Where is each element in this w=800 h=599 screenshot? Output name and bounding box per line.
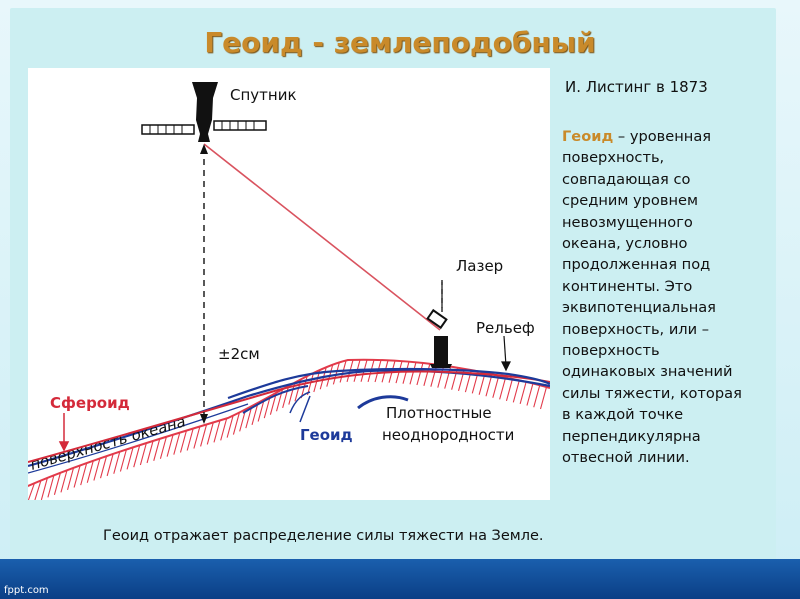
satellite-icon xyxy=(141,82,267,142)
relief-pointer xyxy=(503,335,507,367)
hatch-stroke xyxy=(200,424,208,447)
hatch-stroke xyxy=(519,381,527,405)
hatch-stroke xyxy=(492,375,500,398)
hatch-stroke xyxy=(47,475,55,498)
diagram-panel xyxy=(28,68,550,500)
arrow-up-icon xyxy=(200,144,208,154)
relief-label: Рельеф xyxy=(476,319,535,337)
hatch-stroke xyxy=(126,447,134,470)
hatch-stroke xyxy=(66,467,75,491)
hatch-stroke xyxy=(206,422,214,445)
geoid-pointer xyxy=(299,395,311,423)
hatch-stroke xyxy=(28,483,35,500)
hatch-stroke xyxy=(173,432,181,455)
hatch-stroke xyxy=(526,383,534,406)
hatch-stroke xyxy=(226,415,234,438)
spheroid-label: Сфероид xyxy=(50,394,130,412)
hatch-stroke xyxy=(485,374,493,397)
geoid-diagram: поверхность океана xyxy=(28,82,550,500)
density-label-line2: неоднородности xyxy=(382,426,514,444)
geoid-definition: Геоид – уровенная поверхность, совпадающ… xyxy=(562,126,752,469)
arrow-down-icon xyxy=(200,414,208,424)
hatch-stroke xyxy=(505,378,513,402)
hatch-stroke xyxy=(186,428,194,451)
hatch-stroke xyxy=(166,434,174,457)
hatch-stroke xyxy=(423,363,431,386)
hatch-stroke xyxy=(193,426,201,449)
hatch-stroke xyxy=(153,438,161,461)
hatch-stroke xyxy=(213,420,221,443)
hatch-stroke xyxy=(539,386,548,410)
definition-text: – уровенная поверхность, совпадающая со … xyxy=(562,128,742,467)
hatch-stroke xyxy=(93,458,101,481)
relief-hatching xyxy=(28,359,548,500)
hatch-stroke xyxy=(106,453,114,477)
hatch-stroke xyxy=(133,445,141,468)
satellite-label: Спутник xyxy=(230,86,297,104)
hatch-stroke xyxy=(332,362,340,385)
density-label-line1: Плотностные xyxy=(386,404,492,422)
hatch-stroke xyxy=(113,451,121,474)
hatch-stroke xyxy=(306,372,315,396)
laser-label: Лазер xyxy=(456,257,503,275)
brand-watermark: fppt.com xyxy=(4,585,49,596)
geoid-line xyxy=(227,367,550,400)
ocean-surface-label: поверхность океана xyxy=(28,412,187,474)
hatch-stroke xyxy=(53,472,61,495)
laser-icon xyxy=(426,308,452,368)
hatch-stroke xyxy=(139,442,147,466)
hatch-stroke xyxy=(80,462,88,486)
hatch-stroke xyxy=(159,436,167,459)
hatch-stroke xyxy=(499,377,507,400)
hatch-stroke xyxy=(251,402,259,425)
slide-caption: Геоид отражает распределение силы тяжест… xyxy=(103,528,544,544)
hatch-stroke xyxy=(119,449,127,472)
hatch-stroke xyxy=(409,362,417,385)
hatch-stroke xyxy=(512,380,520,403)
geoid-label: Геоид xyxy=(300,426,353,444)
hatch-stroke xyxy=(99,456,108,479)
hatch-stroke xyxy=(257,399,265,422)
hatch-stroke xyxy=(263,395,271,419)
density-arc xyxy=(357,395,409,410)
hatch-stroke xyxy=(245,406,253,429)
hatch-stroke xyxy=(40,477,48,500)
hatch-stroke xyxy=(416,362,424,386)
hatch-stroke xyxy=(282,385,290,409)
hatch-stroke xyxy=(34,480,42,500)
relief-arrow-icon xyxy=(501,361,511,372)
distance-label: ±2см xyxy=(218,345,260,363)
slide-title: Геоид - землеподобный xyxy=(204,26,596,59)
hatch-stroke xyxy=(146,440,154,464)
geoid-curve xyxy=(242,385,309,414)
density-arc-small xyxy=(289,391,311,414)
hatch-stroke xyxy=(86,460,94,483)
hatch-stroke xyxy=(60,470,68,493)
hatch-stroke xyxy=(73,465,81,488)
spheroid-line xyxy=(28,370,550,463)
footer-band xyxy=(0,559,800,599)
hatch-stroke xyxy=(533,385,541,408)
definition-term: Геоид xyxy=(562,128,614,145)
hatch-stroke xyxy=(220,418,228,441)
spheroid-arrow-icon xyxy=(58,441,70,452)
author-note: И. Листинг в 1873 xyxy=(565,78,708,96)
laser-beam xyxy=(203,143,441,331)
hatch-stroke xyxy=(232,412,240,435)
hatch-stroke xyxy=(179,430,188,453)
ocean-surface-lower xyxy=(28,403,249,474)
hatch-stroke xyxy=(451,367,459,390)
